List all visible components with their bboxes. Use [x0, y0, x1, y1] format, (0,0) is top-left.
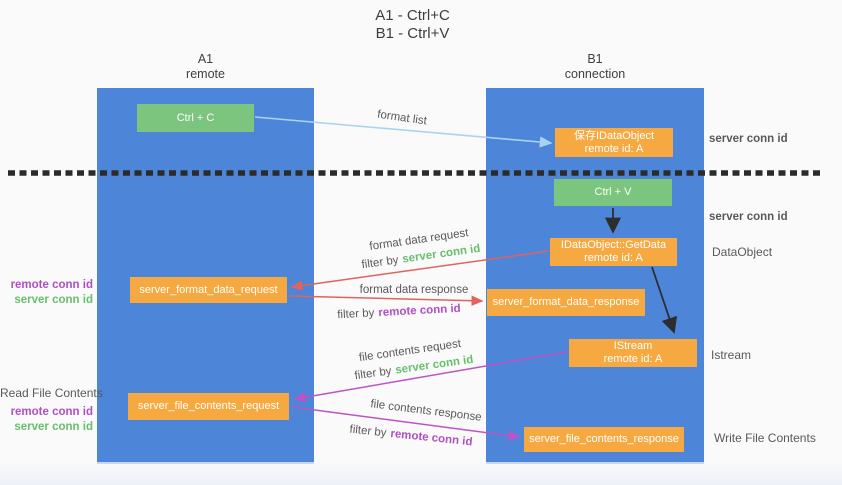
node-save-idataobject: 保存IDataObject remote id: A: [555, 128, 673, 157]
filter-by-text: filter by: [348, 423, 388, 440]
anno-dataobject: DataObject: [712, 245, 773, 259]
node-istream: IStream remote id: A: [569, 339, 697, 367]
node-getdata-line1: IDataObject::GetData: [560, 239, 667, 251]
anno-write-file-contents: Write File Contents: [714, 431, 816, 445]
node-format-request-label: server_format_data_request: [139, 283, 278, 296]
node-ctrl-c: Ctrl + C: [137, 104, 254, 132]
column-header-a1: A1 remote: [97, 52, 314, 82]
anno-server-conn-id-mid: server conn id: [709, 211, 788, 223]
anno-server-conn-id-2: server conn id: [14, 421, 93, 433]
label-format-data-response: format data response: [359, 284, 469, 296]
label-file-contents-response: file contents response: [369, 398, 483, 424]
column-a1-name: A1: [197, 52, 214, 66]
node-server-file-contents-request: server_file_contents_request: [128, 393, 289, 420]
node-save-idataobject-line1: 保存IDataObject: [573, 129, 655, 142]
node-istream-line1: IStream: [613, 340, 653, 352]
node-server-format-data-request: server_format_data_request: [130, 277, 287, 303]
diagram-title: A1 - Ctrl+C B1 - Ctrl+V: [330, 7, 495, 43]
node-server-file-contents-response: server_file_contents_response: [524, 427, 684, 452]
anno-istream: Istream: [711, 348, 752, 362]
label-format-list: format list: [376, 108, 428, 128]
column-b1-subtitle: connection: [564, 67, 626, 81]
anno-remote-conn-id-2: remote conn id: [10, 406, 93, 418]
node-server-format-data-response: server_format_data_response: [487, 289, 645, 316]
column-header-b1: B1 connection: [486, 52, 704, 82]
arrow-format-data-response: [288, 295, 484, 306]
title-line-1: A1 - Ctrl+C: [375, 7, 450, 24]
node-ctrl-v: Ctrl + V: [554, 179, 672, 206]
title-line-2: B1 - Ctrl+V: [375, 25, 450, 42]
anno-server-conn-id-top: server conn id: [709, 133, 788, 145]
node-ctrl-v-label: Ctrl + V: [594, 186, 632, 198]
node-getdata-line2: remote id: A: [584, 252, 643, 264]
filter-by-text: filter by: [360, 254, 400, 272]
remote-conn-id-text: remote conn id: [389, 427, 474, 449]
anno-remote-conn-id-1: remote conn id: [10, 279, 93, 291]
node-ctrl-c-label: Ctrl + C: [176, 111, 215, 124]
filter-by-text: filter by: [353, 365, 393, 383]
node-file-response-label: server_file_contents_response: [529, 433, 679, 445]
node-format-response-label: server_format_data_response: [492, 296, 640, 308]
anno-server-conn-id-1: server conn id: [14, 294, 93, 306]
column-a1-subtitle: remote: [186, 67, 225, 81]
remote-conn-id-text: remote conn id: [378, 302, 461, 320]
anno-left-conn-ids-2: remote conn id server conn id: [0, 405, 93, 435]
filter-by-text: filter by: [337, 307, 375, 322]
node-save-idataobject-line2: remote id: A: [584, 142, 644, 155]
anno-read-file-contents-wrap: Read File Contents: [0, 386, 103, 401]
node-istream-line2: remote id: A: [603, 353, 663, 365]
anno-read-file-contents: Read File Contents: [0, 386, 103, 400]
node-file-request-label: server_file_contents_request: [137, 400, 280, 412]
node-idataobject-getdata: IDataObject::GetData remote id: A: [550, 238, 677, 266]
column-b1-name: B1: [587, 52, 603, 66]
anno-left-conn-ids-1: remote conn id server conn id: [0, 278, 93, 308]
